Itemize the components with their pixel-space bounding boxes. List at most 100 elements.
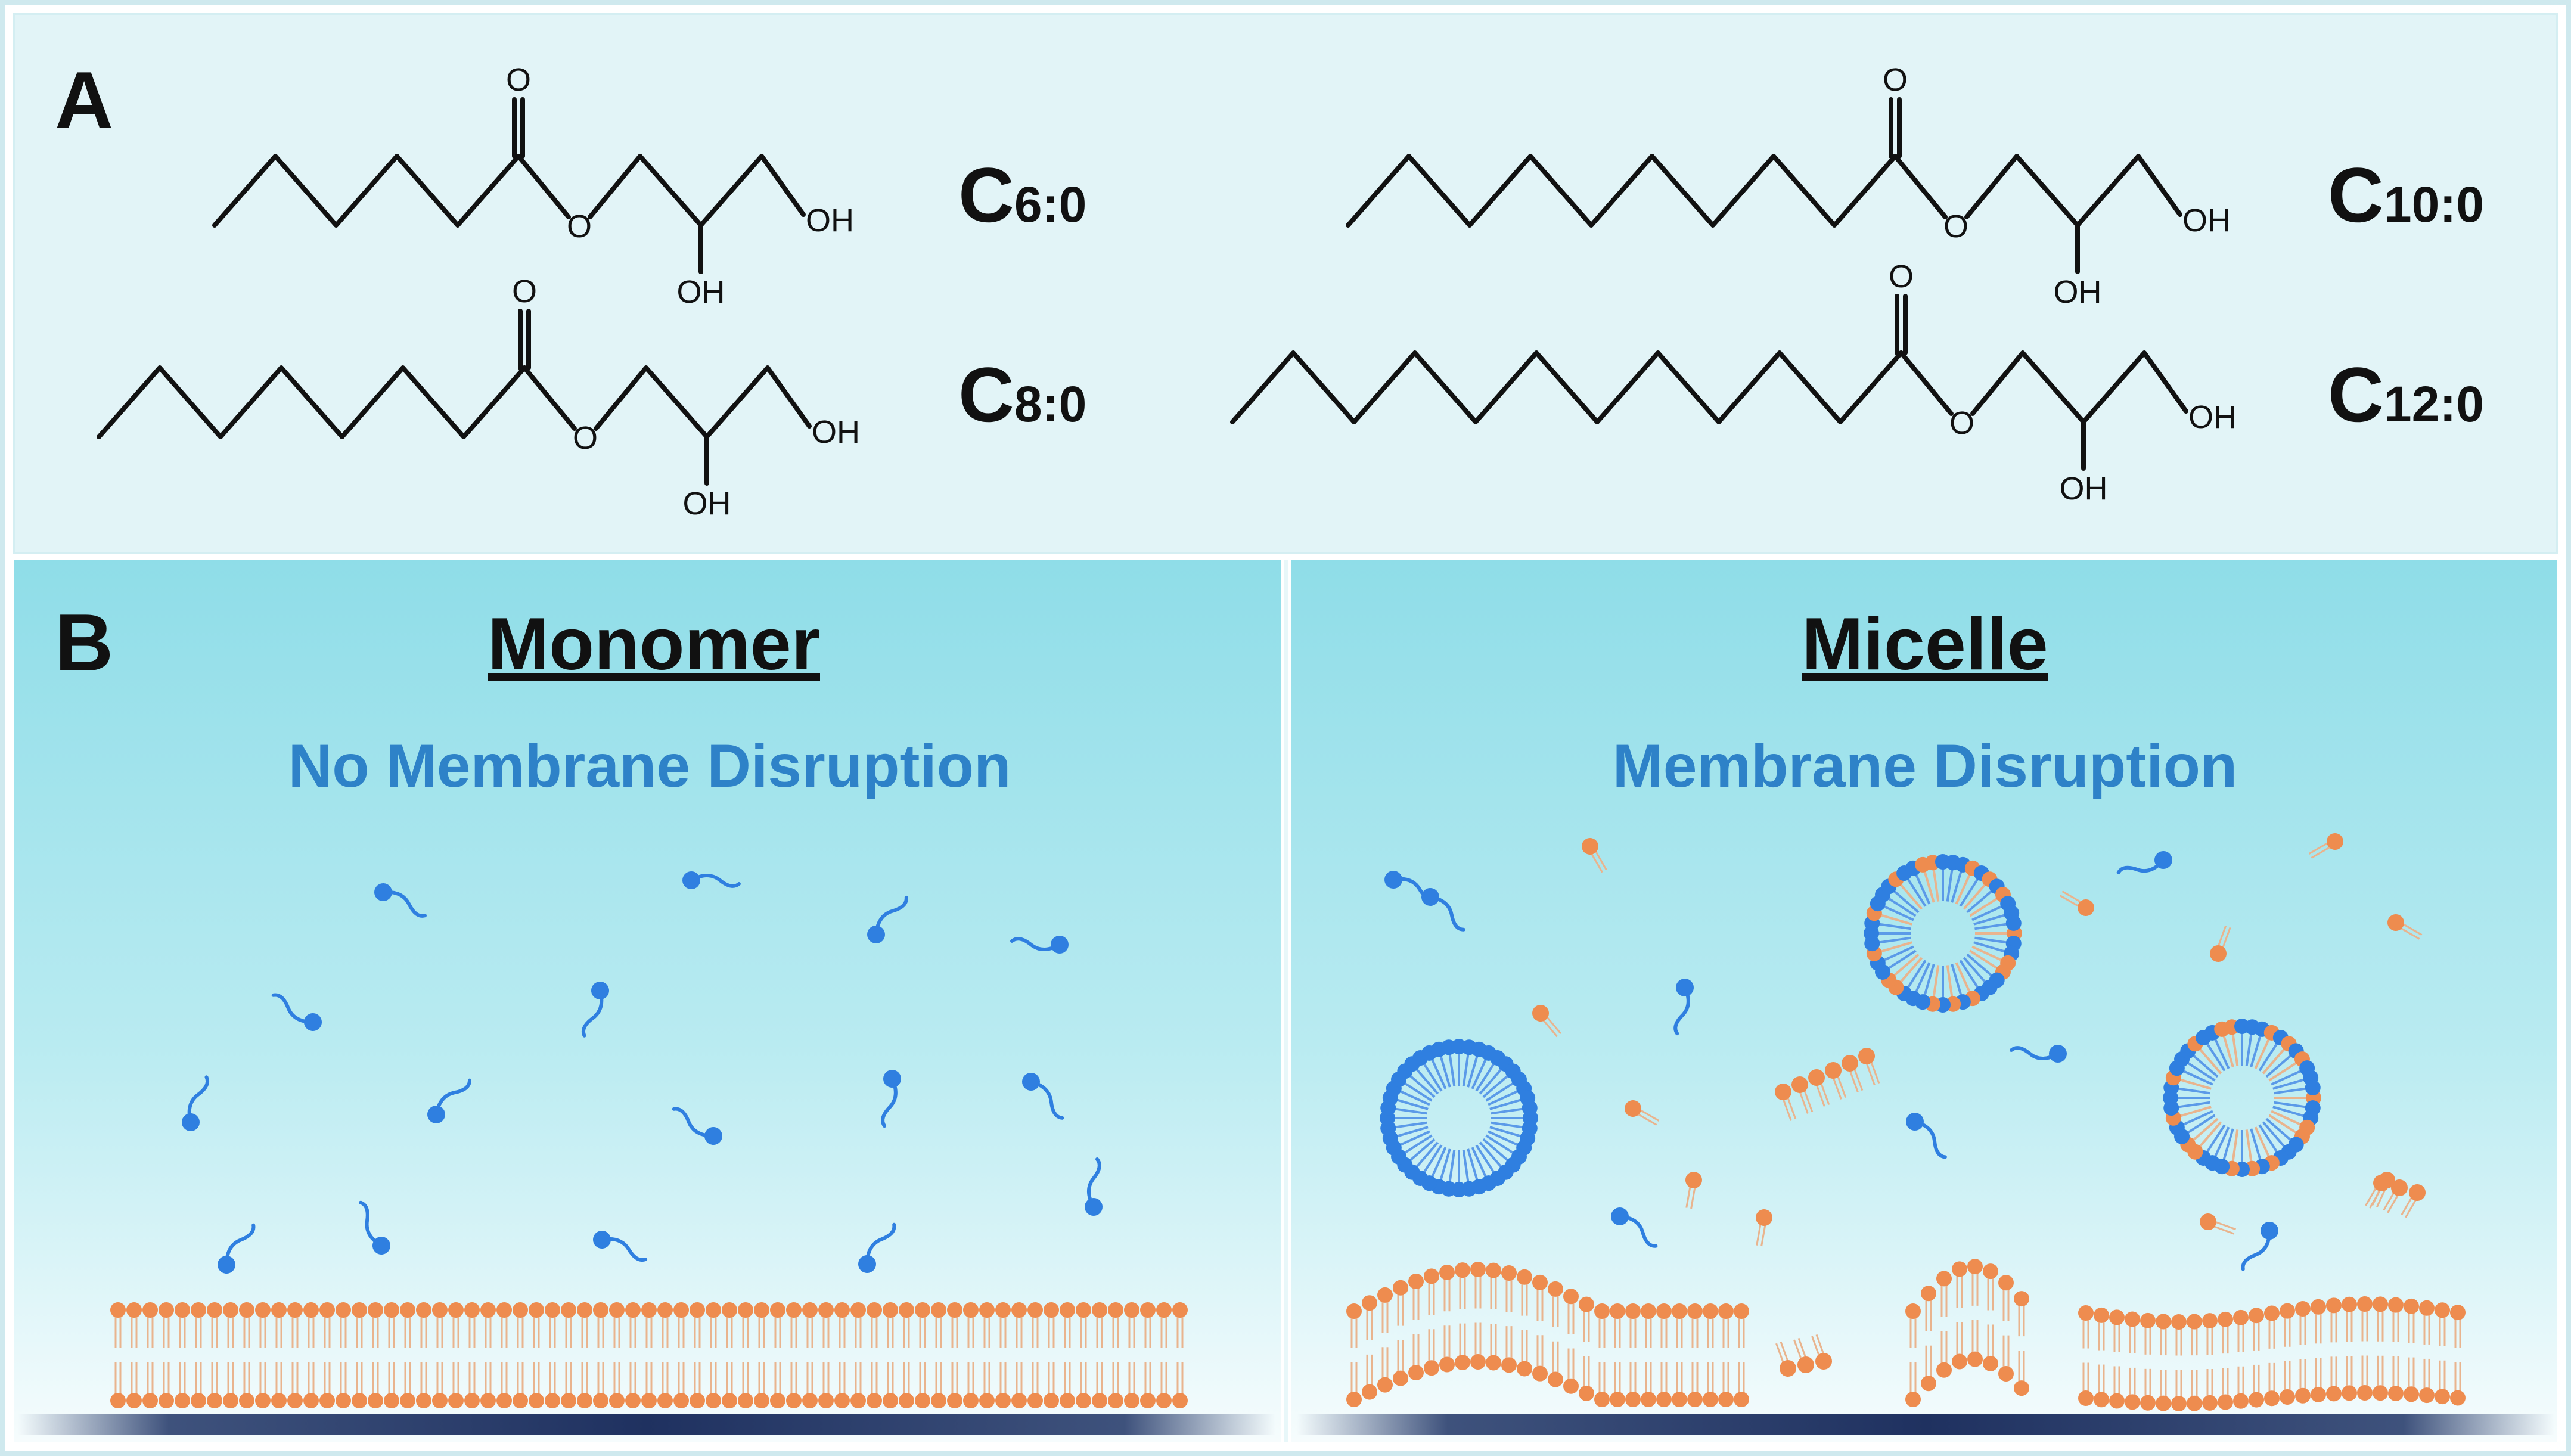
lipid-molecule <box>2311 1358 2326 1402</box>
lipid-molecule <box>1346 1362 1362 1407</box>
lipid-molecule <box>1424 1268 1439 1315</box>
lipid-molecule <box>1393 1340 1408 1386</box>
lipid-molecule <box>1532 1005 1562 1038</box>
lipid-molecule <box>1156 1302 1172 1348</box>
lipid-molecule <box>1983 1324 1998 1371</box>
label-c8-main: C <box>958 351 1014 438</box>
lipid-molecule <box>2435 1360 2450 1405</box>
lipid-molecule <box>1791 1076 1814 1114</box>
lipid-molecule <box>2094 1364 2109 1408</box>
ester-bond <box>522 365 577 431</box>
lipid-molecule <box>1140 1362 1156 1408</box>
surfactant-monomer <box>581 982 609 1038</box>
lipid-molecule <box>159 1302 174 1348</box>
lipid-molecule <box>593 1302 608 1348</box>
lipid-molecule <box>2388 1356 2404 1401</box>
ester-oxygen: O <box>1949 405 1974 441</box>
lipid-molecule <box>1439 1325 1455 1373</box>
micelle <box>1380 1039 1538 1197</box>
secondary-hydroxyl: OH <box>2054 274 2102 310</box>
lipid-molecule <box>271 1302 287 1348</box>
lipid-molecule <box>239 1362 254 1408</box>
lipid-molecule <box>255 1362 271 1408</box>
lipid-molecule <box>1172 1302 1188 1348</box>
lipid-molecule <box>963 1362 979 1408</box>
lipid-molecule <box>1921 1286 1936 1331</box>
lipid-molecule <box>1582 838 1607 873</box>
lipid-molecule <box>2156 1314 2171 1356</box>
lipid-molecule <box>1921 1345 1936 1392</box>
lipid-molecule <box>2326 1297 2342 1343</box>
lipid-molecule <box>223 1362 238 1408</box>
left-base-bar <box>18 1414 1275 1435</box>
lipid-molecule <box>545 1302 560 1348</box>
lipid-molecule <box>1641 1362 1656 1407</box>
lipid-molecule <box>1936 1271 1952 1318</box>
lipid-molecule <box>1027 1362 1043 1408</box>
lipid-molecule <box>513 1362 528 1408</box>
lipid-molecule <box>1393 1280 1408 1326</box>
lipid-molecule <box>400 1302 415 1348</box>
lipid-fragment <box>1775 1175 2426 1377</box>
lipid-molecule <box>2387 914 2423 940</box>
lipid-molecule <box>2326 1356 2342 1402</box>
lipid-molecule <box>2109 1309 2125 1352</box>
carbonyl-oxygen: O <box>1889 259 1914 294</box>
lipid-molecule <box>609 1362 625 1408</box>
panel-a-background <box>13 13 2558 554</box>
lipid-molecule <box>384 1362 399 1408</box>
lipid-molecule <box>1967 1259 1983 1306</box>
lipid-molecule <box>2233 1309 2249 1352</box>
lipid-molecule <box>1439 1264 1455 1312</box>
lipid-molecule <box>2419 1358 2435 1404</box>
lipid-raft <box>1775 1048 1880 1121</box>
lipid-molecule <box>1625 1303 1641 1348</box>
micelle <box>2163 1019 2321 1177</box>
lipid-molecule <box>1501 1326 1517 1373</box>
lipid-molecule <box>995 1302 1011 1348</box>
lipid-molecule <box>915 1302 930 1348</box>
lipid-molecule <box>2187 1314 2202 1356</box>
panel-a-label: A <box>55 55 113 145</box>
lipid-molecule <box>126 1362 142 1408</box>
lipid-molecule <box>609 1302 625 1348</box>
lipid-molecule <box>883 1362 898 1408</box>
lipid-molecule <box>1808 1069 1830 1107</box>
lipid-molecule <box>1793 1337 1814 1373</box>
lipid-molecule <box>303 1362 319 1408</box>
lipid-molecule <box>1685 1172 1702 1209</box>
lipid-molecule <box>223 1302 238 1348</box>
lipid-molecule <box>2140 1312 2156 1355</box>
lipid-molecule <box>577 1362 592 1408</box>
lipid-molecule <box>529 1302 544 1348</box>
lipid-molecule <box>690 1362 705 1408</box>
lipid-molecule <box>834 1302 850 1348</box>
lipid-molecule <box>1718 1303 1734 1348</box>
ester-oxygen: O <box>1943 209 1968 244</box>
surfactant-monomer <box>881 1070 901 1128</box>
lipid-molecule <box>287 1302 303 1348</box>
ester-bond <box>1893 154 1948 219</box>
lipid-molecule <box>1044 1302 1059 1348</box>
panel-b-label: B <box>55 597 113 688</box>
lipid-molecule <box>2308 833 2343 859</box>
lipid-molecule <box>1672 1303 1687 1348</box>
lipid-molecule <box>1092 1362 1107 1408</box>
lipid-molecule <box>368 1362 383 1408</box>
lipid-molecule <box>1656 1362 1672 1407</box>
ester-bond <box>1899 350 1954 416</box>
lipid-molecule <box>2140 1368 2156 1411</box>
lipid-molecule <box>1983 1263 1998 1311</box>
lipid-molecule <box>1108 1362 1123 1408</box>
lipid-molecule <box>2295 1300 2311 1345</box>
surfactant-monomer <box>2010 1045 2067 1063</box>
lipid-molecule <box>1156 1362 1172 1408</box>
label-c6-sub: 6:0 <box>1014 176 1086 232</box>
lipid-molecule <box>802 1302 818 1348</box>
lipid-molecule <box>464 1362 480 1408</box>
lipid-molecule <box>1501 1265 1517 1312</box>
lipid-molecule <box>239 1302 254 1348</box>
lipid-molecule <box>1548 1341 1563 1387</box>
surfactant-monomer <box>682 871 741 889</box>
